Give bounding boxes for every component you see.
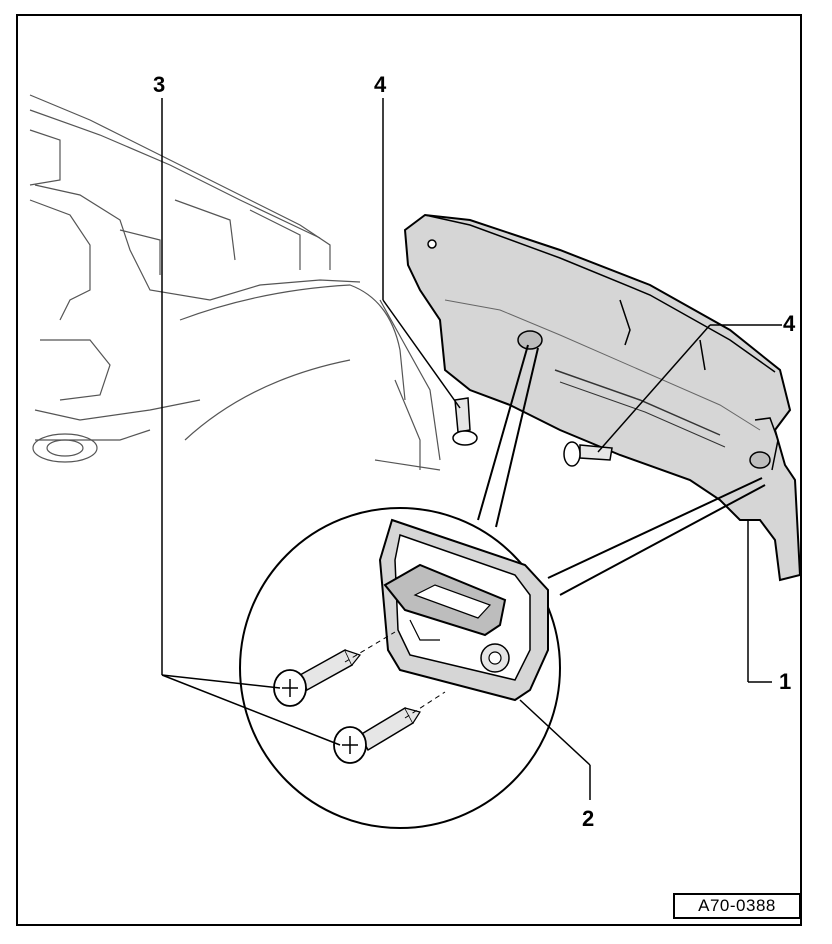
screw-right xyxy=(563,441,613,467)
detail-magnifier xyxy=(239,344,766,829)
drawing-frame xyxy=(16,14,802,926)
bracket-part xyxy=(378,518,549,702)
callout-2: 2 xyxy=(582,806,595,831)
screw-top-left xyxy=(452,397,478,446)
callout-4-top: 4 xyxy=(374,72,387,97)
trim-panel xyxy=(403,213,802,582)
screw-detail-upper xyxy=(273,648,362,707)
vehicle-body-background xyxy=(29,94,441,471)
reference-code-label: A70-0388 xyxy=(673,893,801,919)
callout-3: 3 xyxy=(153,72,166,97)
screw-detail-lower xyxy=(333,706,421,764)
leader-lines xyxy=(161,98,782,800)
callout-1: 1 xyxy=(779,669,792,694)
callout-4-right: 4 xyxy=(783,311,796,336)
